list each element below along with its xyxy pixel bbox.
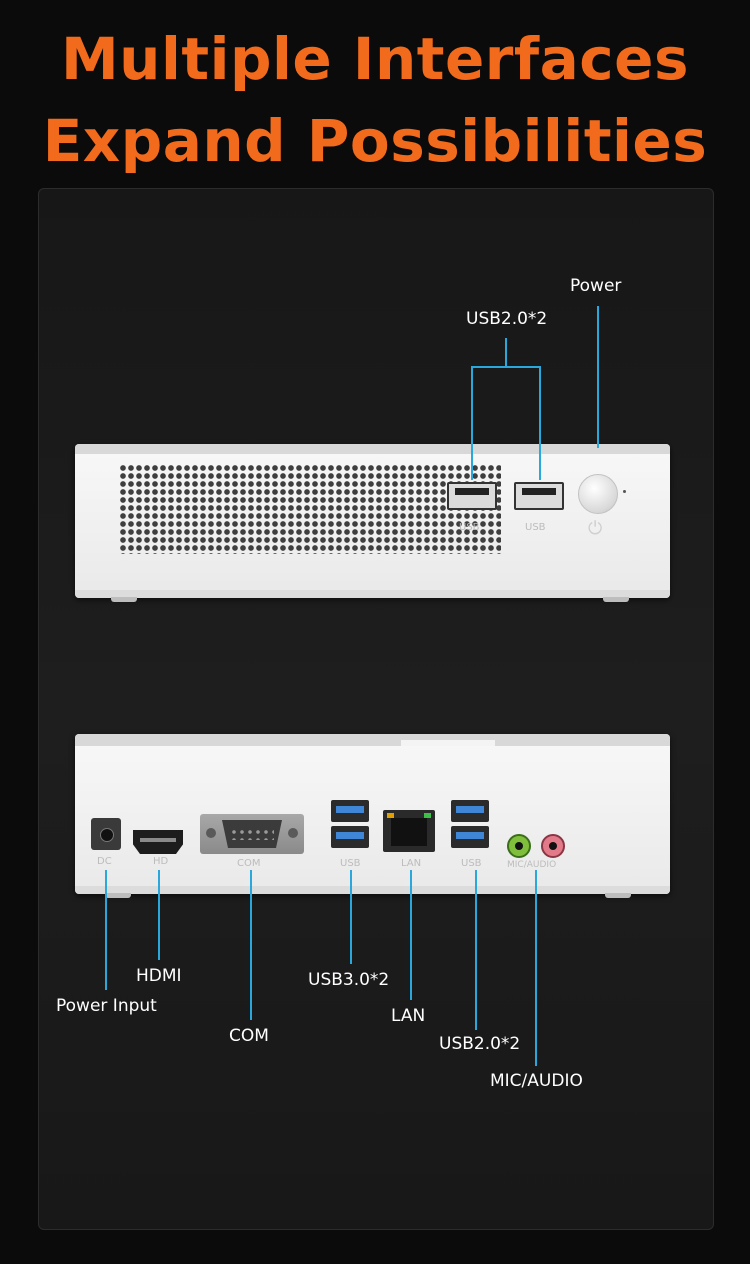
label-lan: LAN (391, 1006, 426, 1026)
dc-jack (91, 818, 121, 850)
callout-line-front-usb-bar (471, 366, 541, 368)
hdmi-port (133, 830, 183, 854)
device-base-rear (75, 886, 670, 894)
callout-line-usb2-rear (475, 870, 477, 1030)
com-port-text: COM (237, 858, 261, 869)
com-port (200, 814, 304, 854)
callout-line-front-usb-stem (505, 338, 507, 366)
rear-top-strip (401, 740, 495, 746)
label-front-usb: USB2.0*2 (466, 309, 548, 329)
headline: Multiple Interfaces Expand Possibilities (0, 18, 750, 182)
label-usb2-rear: USB2.0*2 (439, 1034, 521, 1054)
front-usb-port-2 (514, 482, 564, 510)
mic-jack (507, 834, 531, 858)
lan-port-text: LAN (401, 858, 422, 869)
hdmi-port-text: HD (153, 856, 169, 867)
callout-line-power (597, 306, 599, 448)
label-usb3: USB3.0*2 (308, 970, 390, 990)
headline-line2: Expand Possibilities (42, 107, 708, 175)
power-led (623, 490, 626, 493)
dc-port-text: DC (97, 856, 112, 867)
usb2-rear-ports (451, 800, 489, 850)
audio-port-text: MIC/AUDIO (507, 860, 557, 870)
front-usb-text-1: USB (459, 522, 480, 533)
device-base (75, 590, 670, 598)
label-hdmi: HDMI (136, 966, 182, 986)
device-lid-rear (75, 734, 670, 746)
headline-line1: Multiple Interfaces (60, 25, 690, 93)
power-button (578, 474, 618, 514)
lan-port (383, 810, 435, 852)
ventilation-grille (119, 464, 501, 554)
label-power: Power (570, 276, 622, 296)
device-lid (75, 444, 670, 454)
callout-line-front-usb-right (539, 366, 541, 480)
usb3-ports (331, 800, 369, 850)
callout-line-front-usb-left (471, 366, 473, 480)
usb3-port-text: USB (340, 858, 361, 869)
label-mic-audio: MIC/AUDIO (490, 1071, 583, 1091)
rear-device-view: DC HD COM USB LAN USB MIC/AUDIO (75, 734, 670, 898)
power-symbol-icon: ⏻ (588, 518, 603, 539)
audio-jack (541, 834, 565, 858)
product-panel (38, 188, 714, 1230)
front-usb-port-1 (447, 482, 497, 510)
front-usb-text-2: USB (525, 522, 546, 533)
callout-line-power-input (105, 870, 107, 990)
callout-line-usb3 (350, 870, 352, 964)
usb2-port-text: USB (461, 858, 482, 869)
callout-line-mic-audio (535, 870, 537, 1066)
label-power-input: Power Input (56, 996, 157, 1016)
label-com: COM (229, 1026, 269, 1046)
callout-line-hdmi (158, 870, 160, 960)
callout-line-lan (410, 870, 412, 1000)
callout-line-com (250, 870, 252, 1020)
front-device-view: USB USB ⏻ (75, 444, 670, 602)
